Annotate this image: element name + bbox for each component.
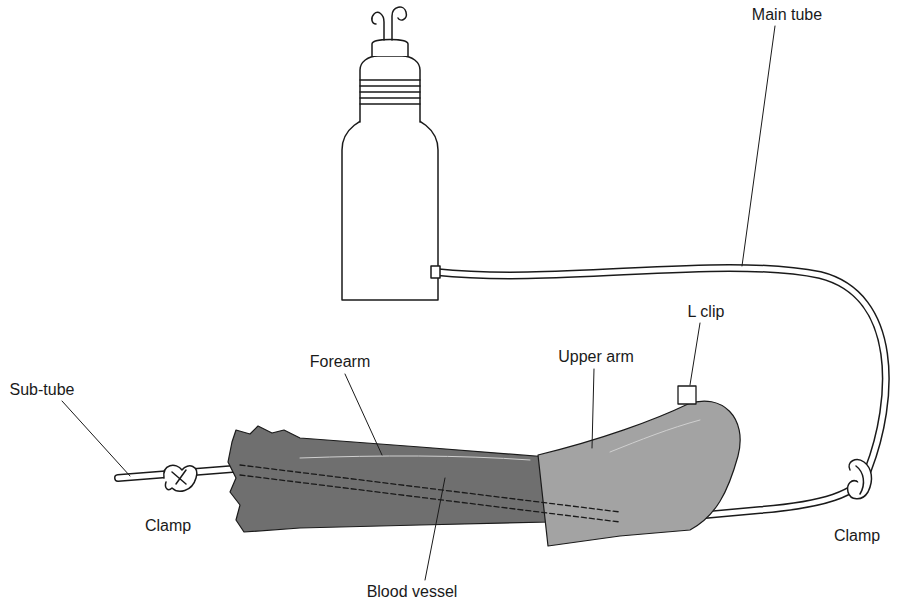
leader-lines [62,26,775,580]
part-label: Clamp [832,526,882,545]
bottle [342,7,440,300]
clamp-left [164,465,197,491]
l-clip [678,386,696,404]
part-label: Sub-tube [8,380,77,399]
part-label: Clamp [143,516,193,535]
part-label: Main tube [750,5,824,24]
part-label: Blood vessel [365,582,460,601]
upper-arm-shape [538,401,740,546]
arm [228,401,740,546]
part-label: L clip [686,302,727,321]
clamp-right [848,460,872,499]
part-label: Forearm [308,352,372,371]
part-label: Upper arm [556,347,636,366]
